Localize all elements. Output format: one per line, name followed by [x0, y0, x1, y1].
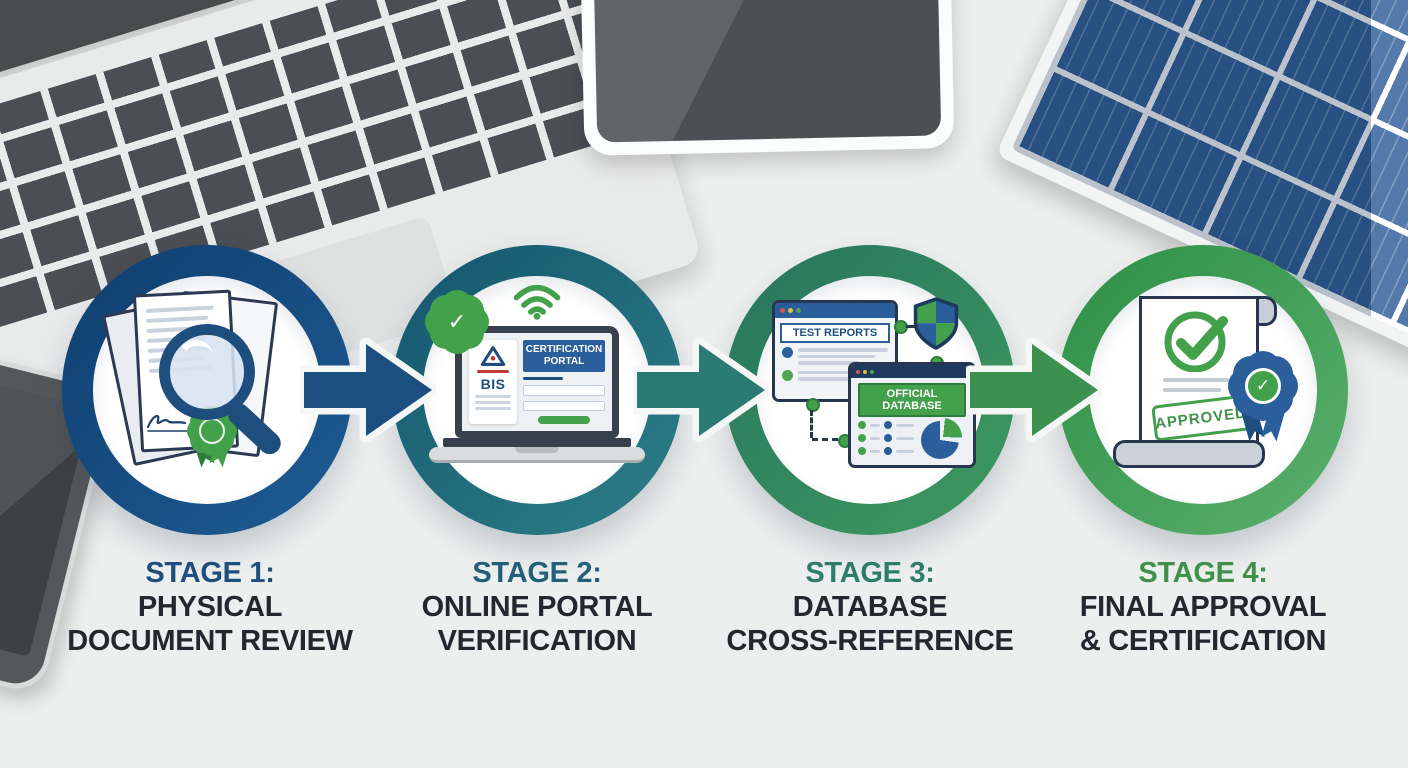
stage3-label: STAGE 3: DATABASE CROSS-REFERENCE	[690, 556, 1050, 658]
arrow-stage3-to-stage4-icon	[966, 337, 1102, 443]
official-database-window: OFFICIAL DATABASE	[848, 362, 976, 468]
scroll-bottom-curl	[1113, 440, 1265, 468]
stage3-heading: STAGE 3:	[805, 557, 935, 589]
bis-label: BIS	[480, 376, 506, 392]
connector-dash	[906, 325, 918, 328]
signature	[146, 414, 188, 432]
form-label-bar	[523, 377, 563, 381]
connector-dot	[806, 398, 820, 412]
stage3-circle: TEST REPORTS	[725, 245, 1015, 535]
tablet-screen	[588, 0, 942, 143]
magnifier-glass-icon	[159, 324, 255, 420]
check-icon: ✓	[447, 309, 467, 334]
stage1-heading: STAGE 1:	[145, 557, 275, 589]
laptop-hinge	[443, 438, 631, 447]
check-icon: ✓	[1255, 376, 1271, 395]
rosette-ribbon	[1261, 408, 1285, 441]
submit-button	[538, 415, 590, 424]
stage2-heading: STAGE 2:	[472, 557, 602, 589]
stage4-label: STAGE 4: FINAL APPROVAL & CERTIFICATION	[1023, 556, 1383, 658]
test-reports-title: TEST REPORTS	[780, 323, 890, 343]
official-database-title: OFFICIAL DATABASE	[858, 383, 966, 417]
bis-logo-card: BIS	[469, 340, 517, 424]
stage4-heading: STAGE 4:	[1138, 557, 1268, 589]
bis-red-underline	[477, 370, 509, 373]
portal-header: CERTIFICATION PORTAL	[523, 340, 605, 372]
arrow-stage2-to-stage3-icon	[633, 337, 769, 443]
document-review-icon	[91, 274, 323, 506]
verified-badge-icon: ✓	[435, 300, 479, 344]
wifi-icon	[513, 284, 561, 320]
checklist	[858, 421, 914, 460]
connector-dash	[810, 410, 813, 438]
portal-laptop-screen: BIS CERTIFICATION PORTAL	[455, 326, 619, 438]
form-field	[523, 385, 605, 396]
approval-certificate-icon: APPROVED ✓	[1087, 274, 1319, 506]
stage4-circle: APPROVED ✓	[1058, 245, 1348, 535]
pie-chart-icon	[921, 418, 962, 459]
approved-check-icon	[1164, 311, 1228, 372]
decor-tablet-icon	[575, 0, 955, 156]
certified-rosette-icon: ✓	[1239, 362, 1287, 410]
arrow-stage1-to-stage2-icon	[300, 337, 436, 443]
laptop-base	[429, 447, 645, 463]
portal-form: CERTIFICATION PORTAL	[523, 340, 605, 424]
form-field	[523, 400, 605, 411]
stage2-circle: BIS CERTIFICATION PORTAL	[392, 245, 682, 535]
window-titlebar	[775, 303, 895, 318]
shield-icon	[913, 297, 959, 350]
stage2-label: STAGE 2: ONLINE PORTAL VERIFICATION	[357, 556, 717, 658]
database-crossref-icon: TEST REPORTS	[754, 274, 986, 506]
bis-triangle-logo	[480, 346, 506, 366]
connector-dash	[812, 438, 838, 441]
online-portal-icon: BIS CERTIFICATION PORTAL	[421, 274, 653, 506]
window-titlebar	[851, 365, 973, 378]
stage1-label: STAGE 1: PHYSICAL DOCUMENT REVIEW	[30, 556, 390, 658]
